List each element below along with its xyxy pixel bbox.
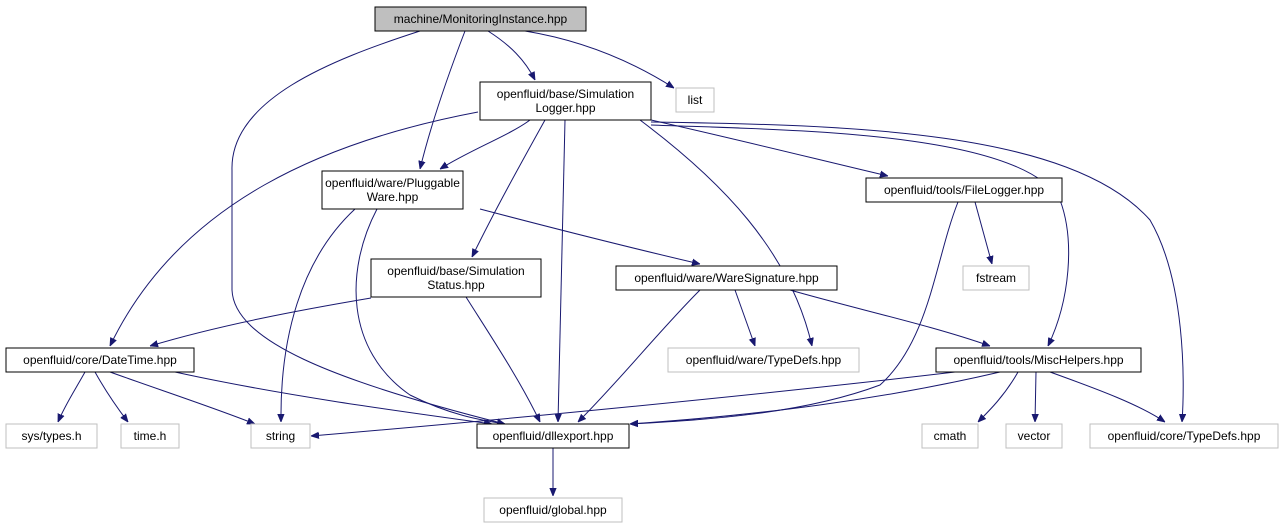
node-box bbox=[5, 423, 98, 449]
node-label: openfluid/global.hpp bbox=[499, 503, 607, 517]
node-systypes: sys/types.h bbox=[5, 423, 98, 449]
edge-filelogger-to-dllexport bbox=[630, 201, 959, 424]
edge-pluggable-to-waresig bbox=[479, 208, 700, 264]
edge-waresig-to-mischelpers bbox=[789, 289, 990, 346]
node-dllexport[interactable]: openfluid/dllexport.hpp bbox=[476, 423, 630, 449]
edge-mischelpers-to-string bbox=[311, 371, 956, 436]
node-box bbox=[250, 423, 311, 449]
edge-pluggable-to-string bbox=[281, 208, 356, 422]
node-label: openfluid/base/Simulation bbox=[387, 264, 524, 278]
edge-simlogger-to-coretypedefs bbox=[650, 121, 1183, 422]
node-label: openfluid/ware/TypeDefs.hpp bbox=[686, 353, 842, 367]
node-waretypedefs: openfluid/ware/TypeDefs.hpp bbox=[667, 347, 860, 373]
edge-datetime-to-systypes bbox=[57, 371, 86, 422]
node-label: Logger.hpp bbox=[535, 101, 595, 115]
node-label: fstream bbox=[976, 271, 1016, 285]
node-label: list bbox=[688, 93, 703, 107]
node-box bbox=[5, 347, 195, 373]
node-label: openfluid/core/TypeDefs.hpp bbox=[1108, 429, 1261, 443]
edge-waresig-to-dllexport bbox=[578, 289, 701, 422]
node-datetime[interactable]: openfluid/core/DateTime.hpp bbox=[5, 347, 195, 373]
node-label: openfluid/ware/WareSignature.hpp bbox=[634, 271, 819, 285]
node-box bbox=[865, 177, 1063, 203]
edge-datetime-to-timeh bbox=[94, 371, 128, 422]
node-box bbox=[962, 265, 1030, 291]
node-box bbox=[321, 170, 464, 210]
node-list: list bbox=[675, 87, 715, 113]
node-label: string bbox=[266, 429, 295, 443]
edge-waresig-to-waretypedefs bbox=[734, 289, 755, 346]
node-label: sys/types.h bbox=[21, 429, 81, 443]
node-box bbox=[476, 423, 630, 449]
edge-mischelpers-to-coretypedefs bbox=[1049, 371, 1165, 422]
edge-mischelpers-to-dllexport bbox=[630, 371, 1001, 424]
node-label: machine/MonitoringInstance.hpp bbox=[394, 12, 568, 26]
edge-simstatus-to-datetime bbox=[150, 297, 372, 346]
edge-root-to-pluggable bbox=[420, 30, 466, 169]
node-fstream: fstream bbox=[962, 265, 1030, 291]
nodes: machine/MonitoringInstance.hpp openfluid/… bbox=[5, 6, 1279, 523]
node-waresig[interactable]: openfluid/ware/WareSignature.hpp bbox=[615, 265, 838, 291]
node-root[interactable]: machine/MonitoringInstance.hpp bbox=[374, 6, 587, 32]
node-timeh: time.h bbox=[120, 423, 180, 449]
node-box bbox=[615, 265, 838, 291]
edge-simlogger-to-simstatus bbox=[472, 119, 546, 257]
node-label: openfluid/ware/Pluggable bbox=[325, 176, 460, 190]
node-label: openfluid/base/Simulation bbox=[497, 87, 634, 101]
node-box bbox=[374, 6, 587, 32]
node-label: openfluid/tools/FileLogger.hpp bbox=[884, 183, 1044, 197]
node-label: time.h bbox=[134, 429, 167, 443]
node-box bbox=[1089, 423, 1279, 449]
edge-simlogger-to-datetime bbox=[110, 111, 479, 346]
node-box bbox=[935, 347, 1142, 373]
node-label: openfluid/tools/MiscHelpers.hpp bbox=[953, 353, 1123, 367]
node-string: string bbox=[250, 423, 311, 449]
node-label: vector bbox=[1018, 429, 1051, 443]
edge-root-to-list bbox=[524, 30, 674, 88]
node-box bbox=[667, 347, 860, 373]
node-label: cmath bbox=[934, 429, 967, 443]
node-box bbox=[921, 423, 979, 449]
node-mischelpers[interactable]: openfluid/tools/MiscHelpers.hpp bbox=[935, 347, 1142, 373]
node-label: Ware.hpp bbox=[367, 190, 419, 204]
edge-pluggable-to-dllexport bbox=[355, 208, 505, 424]
edge-simlogger-to-waretypedefs bbox=[639, 119, 812, 346]
node-filelogger[interactable]: openfluid/tools/FileLogger.hpp bbox=[865, 177, 1063, 203]
edge-simlogger-to-mischelpers bbox=[650, 124, 1070, 346]
node-label: openfluid/dllexport.hpp bbox=[493, 429, 614, 443]
node-label: Status.hpp bbox=[427, 278, 485, 292]
edge-mischelpers-to-cmath bbox=[978, 371, 1019, 422]
node-box bbox=[483, 497, 623, 523]
edge-simlogger-to-pluggable bbox=[440, 119, 531, 169]
node-vector: vector bbox=[1005, 423, 1063, 449]
node-box bbox=[370, 258, 542, 298]
node-box bbox=[479, 81, 652, 121]
node-global: openfluid/global.hpp bbox=[483, 497, 623, 523]
node-coretypedefs: openfluid/core/TypeDefs.hpp bbox=[1089, 423, 1279, 449]
node-box bbox=[120, 423, 180, 449]
edge-mischelpers-to-vector bbox=[1035, 371, 1036, 422]
edge-filelogger-to-fstream bbox=[974, 201, 992, 264]
edge-simstatus-to-dllexport bbox=[465, 296, 540, 422]
edge-datetime-to-dllexport bbox=[174, 371, 492, 424]
edge-simlogger-to-dllexport bbox=[558, 119, 566, 422]
node-box bbox=[1005, 423, 1063, 449]
node-label: openfluid/core/DateTime.hpp bbox=[23, 353, 177, 367]
node-box bbox=[675, 87, 715, 113]
edge-root-to-dllexport bbox=[231, 30, 505, 424]
edges bbox=[57, 30, 1183, 496]
edge-simlogger-to-filelogger bbox=[650, 119, 888, 176]
edge-root-to-simlogger bbox=[487, 30, 535, 80]
edge-datetime-to-string bbox=[109, 371, 255, 425]
node-cmath: cmath bbox=[921, 423, 979, 449]
